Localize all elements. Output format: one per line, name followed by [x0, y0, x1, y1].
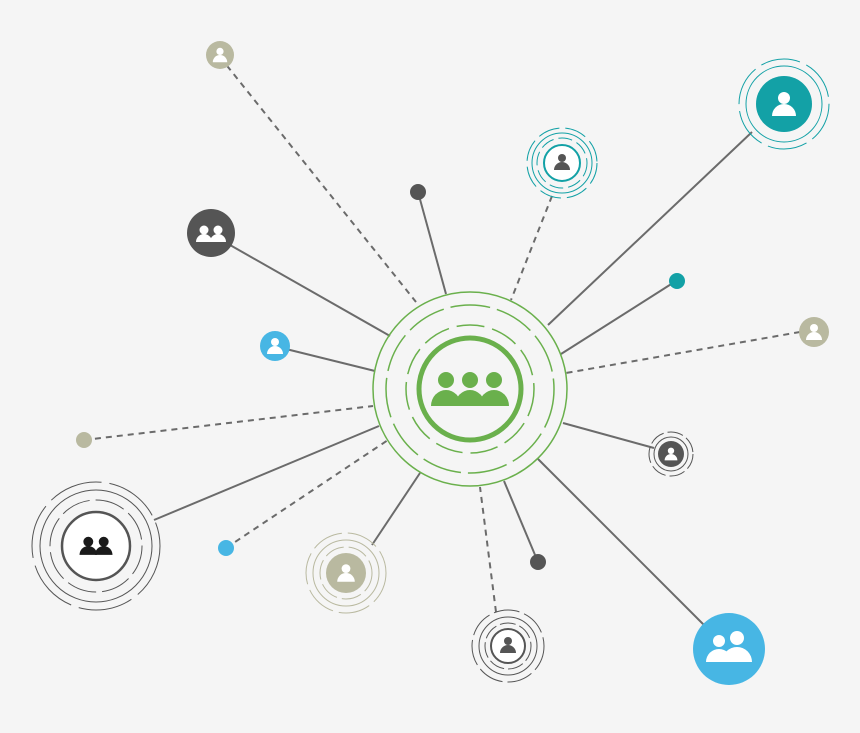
link-teal-dot — [560, 280, 677, 355]
link-bottom-left-ringed-group — [153, 425, 380, 521]
top-teal-ringed-user-node — [526, 127, 598, 199]
left-khaki-dot-node — [76, 432, 92, 448]
link-bottom-dot — [503, 480, 539, 563]
link-top-left-small-user — [219, 56, 417, 303]
three-people-icon — [431, 372, 509, 406]
right-ringed-gray-user-node — [648, 431, 694, 477]
link-right-khaki-user — [565, 331, 801, 374]
top-left-small-user-node — [206, 41, 234, 69]
link-top-teal-ringed-user — [510, 195, 553, 301]
group-icon — [706, 631, 752, 662]
khaki-ringed-user-node — [305, 532, 387, 614]
link-blue-small-user — [285, 348, 376, 372]
hub-outer-ring — [372, 291, 568, 487]
teal-dot-node — [669, 273, 685, 289]
link-dark-group — [229, 244, 391, 337]
hub-core-circle — [416, 335, 524, 443]
right-khaki-user-node — [799, 317, 829, 347]
link-top-right-large-teal-user — [547, 131, 753, 326]
connector-lines — [83, 56, 801, 626]
link-right-ringed-gray-user — [562, 422, 655, 449]
link-left-khaki-dot — [83, 405, 374, 441]
hub-group — [372, 291, 568, 487]
hub-dashed-ring-outer — [385, 304, 555, 474]
link-bottom-ringed-gray-user — [479, 486, 497, 613]
bottom-dot-node — [530, 554, 546, 570]
link-top-dot — [417, 191, 447, 295]
link-khaki-ringed-user — [371, 472, 421, 546]
bottom-right-large-blue-group-node — [693, 613, 765, 685]
bottom-ringed-gray-user-node — [471, 609, 545, 683]
hub-dashed-ring-inner — [405, 324, 535, 454]
blue-dot-node — [218, 540, 234, 556]
top-right-large-teal-user-node — [738, 58, 830, 150]
bottom-left-ringed-group-node — [31, 481, 161, 611]
link-bottom-right-large-blue-group — [537, 458, 705, 626]
top-dot-node — [410, 184, 426, 200]
dark-group-node — [187, 209, 235, 257]
blue-small-user-node — [260, 331, 290, 361]
